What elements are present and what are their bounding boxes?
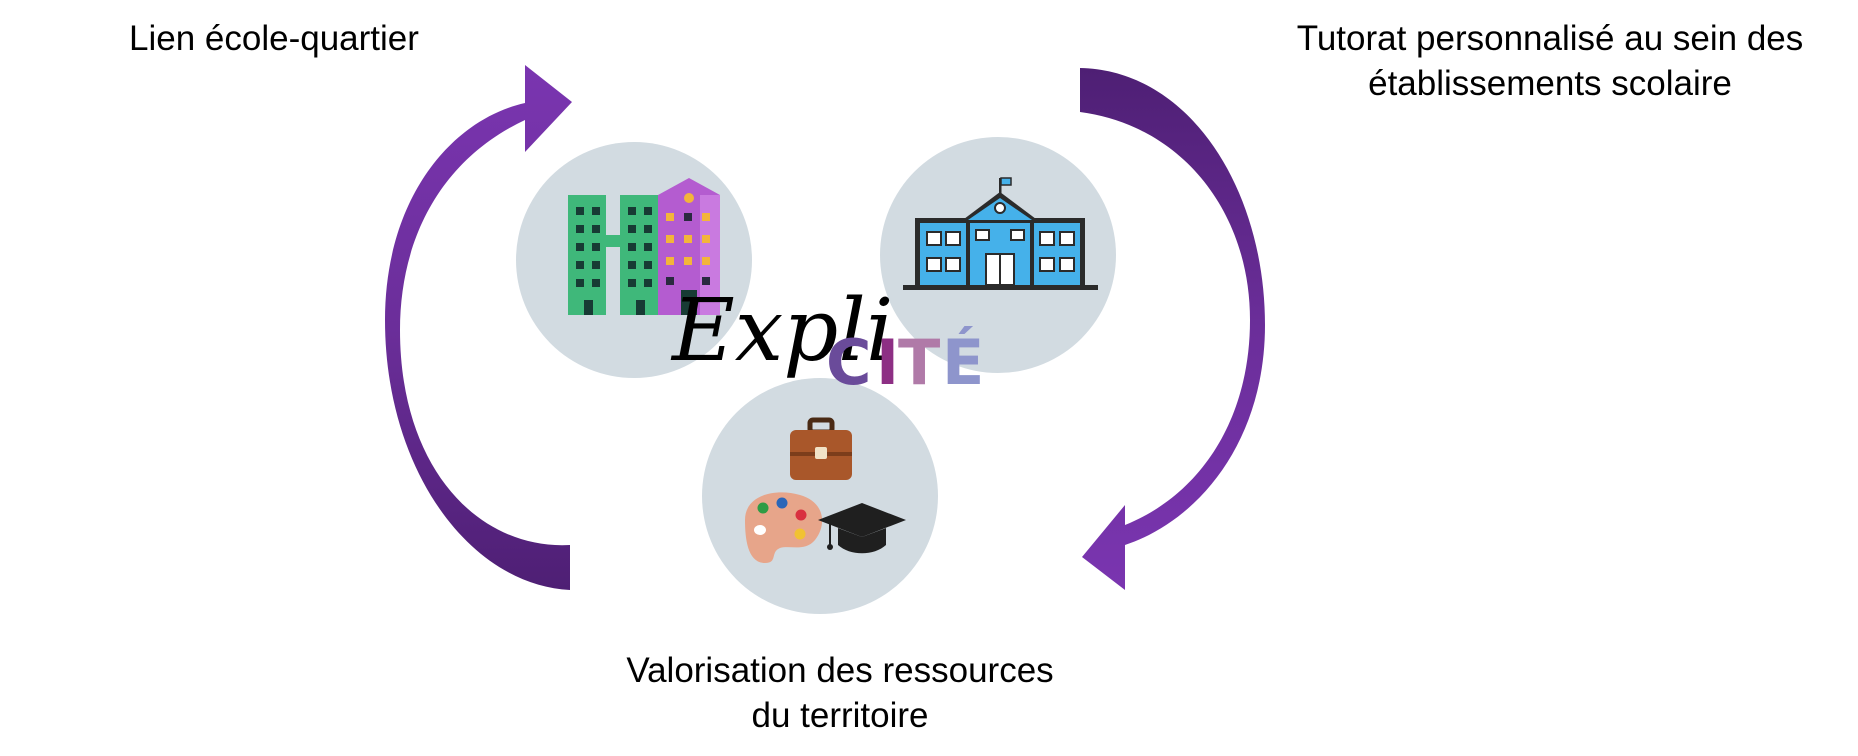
school-building-icon <box>903 177 1098 290</box>
logo-letter-i: I <box>876 326 899 399</box>
label-tutorat: Tutorat personnalisé au sein des établis… <box>1250 16 1850 106</box>
logo-letter-c: C <box>826 326 872 399</box>
label-tutorat-line1: Tutorat personnalisé au sein des <box>1296 19 1804 58</box>
apartment-buildings-icon <box>568 178 720 315</box>
logo-script-text: Expli <box>670 281 893 381</box>
right-curved-arrow-icon <box>1080 68 1265 590</box>
logo-letter-t: T <box>898 326 940 399</box>
circle-ressources <box>702 378 938 614</box>
label-valorisation-line2: du territoire <box>751 696 929 735</box>
label-valorisation: Valorisation des ressources du territoir… <box>560 648 1120 738</box>
graduation-cap-icon <box>818 503 906 554</box>
label-valorisation-line1: Valorisation des ressources <box>626 651 1054 690</box>
briefcase-icon <box>790 417 852 480</box>
label-tutorat-line2: établissements scolaire <box>1368 64 1732 103</box>
logo-letter-e: É <box>942 326 984 399</box>
explicite-logo: Expli C I T É <box>670 281 984 399</box>
label-lien-ecole-quartier: Lien école-quartier <box>129 19 419 58</box>
paint-palette-icon <box>745 492 823 563</box>
left-curved-arrow-icon <box>385 65 572 590</box>
